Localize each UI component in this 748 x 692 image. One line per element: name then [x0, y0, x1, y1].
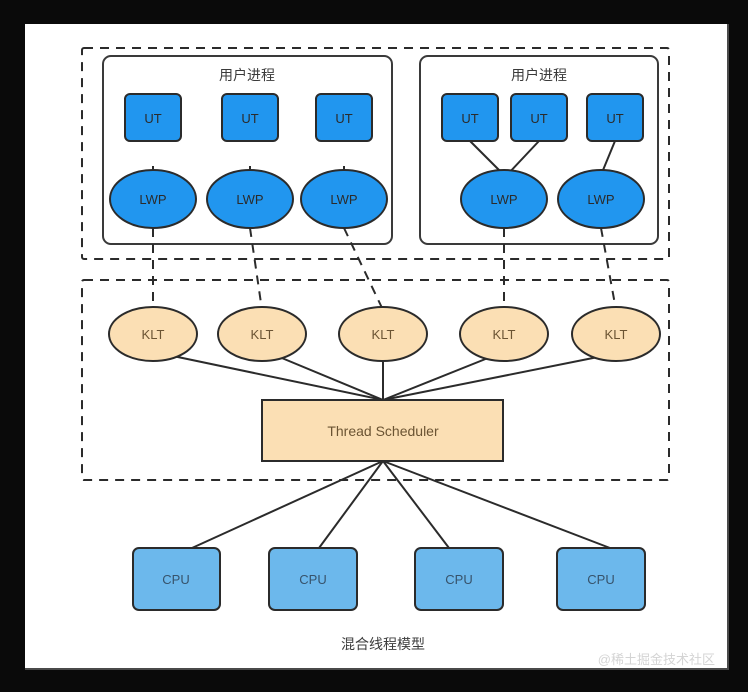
user-thread-box[interactable]: [586, 93, 644, 142]
scheduler-to-cpu-links: [191, 460, 611, 549]
user-process-title-1: 用户进程: [219, 67, 275, 83]
klt-node[interactable]: [571, 306, 661, 362]
user-process-title-2: 用户进程: [511, 67, 567, 83]
lwp-label: LWP: [330, 192, 357, 207]
user-thread-label: UT: [241, 111, 258, 126]
klt-node[interactable]: [459, 306, 549, 362]
cpu-box[interactable]: [414, 547, 504, 611]
klt-label: KLT: [372, 327, 395, 342]
cpu-group: CPU CPU CPU CPU: [132, 547, 646, 611]
watermark-label: @稀土掘金技术社区: [598, 652, 715, 667]
klt-group: KLT KLT KLT KLT KLT: [108, 306, 661, 362]
hybrid-thread-model-diagram: 用户进程 UT UT UT LWP LWP: [81, 47, 715, 667]
diagram-caption: 混合线程模型: [341, 636, 425, 652]
klt-scheduler-link: [276, 355, 384, 401]
user-thread-label: UT: [144, 111, 161, 126]
klt-node[interactable]: [338, 306, 428, 362]
klt-scheduler-link: [172, 355, 384, 401]
user-thread-box[interactable]: [221, 93, 279, 142]
thread-scheduler-box[interactable]: [261, 399, 504, 462]
klt-node[interactable]: [108, 306, 198, 362]
kernel-space-dashed-box: [81, 279, 670, 481]
scheduler-cpu-link: [318, 460, 384, 549]
lwp-group-1: LWP LWP LWP: [109, 169, 388, 229]
cpu-box[interactable]: [132, 547, 221, 611]
lwp-to-klt-links: [152, 227, 617, 311]
diagram-canvas: 用户进程 UT UT UT LWP LWP: [25, 24, 729, 670]
user-thread-box[interactable]: [510, 93, 568, 142]
user-thread-box[interactable]: [315, 93, 373, 142]
scheduler-cpu-link: [382, 460, 611, 549]
lwp-klt-link: [343, 227, 384, 311]
cpu-box[interactable]: [268, 547, 358, 611]
lwp-label: LWP: [139, 192, 166, 207]
user-thread-label: UT: [461, 111, 478, 126]
cpu-label: CPU: [587, 572, 614, 587]
user-process-box-2: [419, 55, 659, 245]
thread-scheduler-label: Thread Scheduler: [327, 423, 439, 439]
user-process-box-1: [102, 55, 393, 245]
klt-node[interactable]: [217, 306, 307, 362]
klt-label: KLT: [142, 327, 165, 342]
cpu-label: CPU: [162, 572, 189, 587]
klt-label: KLT: [493, 327, 516, 342]
klt-to-scheduler-links: [172, 355, 604, 401]
klt-label: KLT: [605, 327, 628, 342]
klt-scheduler-link: [382, 355, 604, 401]
lwp-label: LWP: [490, 192, 517, 207]
user-thread-label: UT: [335, 111, 352, 126]
user-space-dashed-box: [81, 47, 670, 260]
klt-scheduler-link: [382, 355, 494, 401]
cpu-label: CPU: [445, 572, 472, 587]
user-thread-box[interactable]: [441, 93, 499, 142]
lwp-klt-link: [249, 227, 263, 311]
cpu-label: CPU: [299, 572, 326, 587]
user-thread-box[interactable]: [124, 93, 182, 142]
scheduler-cpu-link: [382, 460, 450, 549]
user-thread-group-2: UT UT UT: [441, 93, 644, 142]
cpu-box[interactable]: [556, 547, 646, 611]
lwp-label: LWP: [236, 192, 263, 207]
klt-label: KLT: [251, 327, 274, 342]
user-thread-group-1: UT UT UT: [124, 93, 373, 142]
user-thread-label: UT: [606, 111, 623, 126]
lwp-group-2: LWP LWP: [460, 169, 645, 229]
lwp-label: LWP: [587, 192, 614, 207]
scheduler-cpu-link: [191, 460, 384, 549]
user-thread-label: UT: [530, 111, 547, 126]
lwp-klt-link: [600, 227, 617, 311]
